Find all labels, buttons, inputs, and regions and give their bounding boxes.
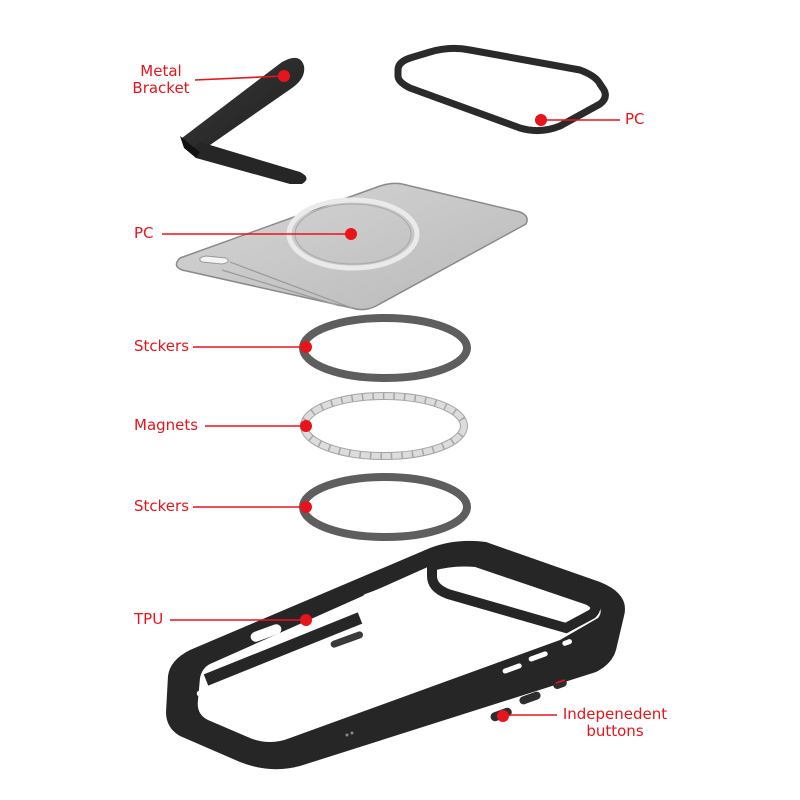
callout-metal-bracket-line2: Bracket	[132, 79, 190, 97]
callout-independent-buttons-line2: buttons	[586, 722, 644, 740]
callout-stickers-bottom: Stckers	[134, 497, 190, 515]
metal-bracket-part	[180, 57, 307, 184]
callout-metal-bracket: Metal Bracket	[131, 63, 191, 97]
callout-independent-buttons-line1: Indepenedent	[562, 705, 668, 723]
callout-leaders	[162, 70, 620, 722]
callout-tpu: TPU	[134, 610, 164, 628]
pc-frame-part	[394, 44, 609, 135]
tpu-case-part	[166, 540, 625, 770]
stickers-top-part	[299, 314, 471, 382]
callout-magnets: Magnets	[134, 416, 199, 434]
callout-stickers-top: Stckers	[134, 337, 190, 355]
magnets-part	[300, 392, 468, 460]
callout-pc-frame: PC	[625, 110, 645, 128]
stickers-bottom-part	[299, 473, 471, 541]
callout-pc-plate: PC	[134, 224, 154, 242]
callout-independent-buttons: Indepenedent buttons	[555, 706, 675, 740]
callout-metal-bracket-line1: Metal	[140, 62, 182, 80]
pc-plate-part	[175, 182, 528, 311]
